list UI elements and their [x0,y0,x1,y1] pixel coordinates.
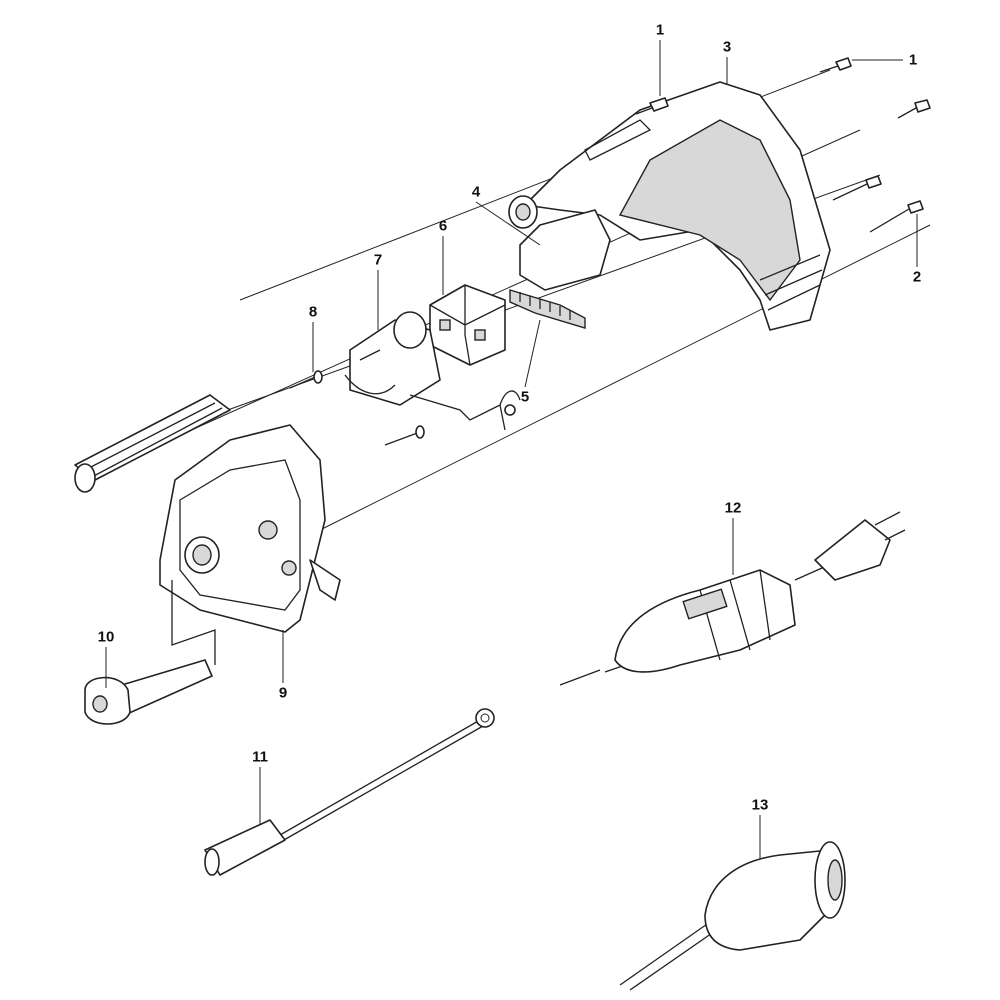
screw-1-top [635,97,669,115]
part-10-tube-insert [84,580,216,725]
part-13-cee-plug [619,841,846,991]
part-9-front-housing [159,424,341,633]
part-11-ground-cable [204,708,495,876]
callout-1-top: 1 [655,21,665,39]
part-3-rear-handle-housing [524,81,831,331]
screw-right-3 [832,175,882,201]
screw-2 [869,200,924,233]
part-12-prcd-plug [559,511,906,686]
screw-lower [384,425,425,446]
front-tube-end [74,394,231,493]
callout-8: 8 [308,303,318,321]
screw-8 [289,370,323,389]
callout-11: 11 [252,748,268,766]
screw-right-2 [897,99,931,119]
callout-2: 2 [912,268,922,286]
callout-3: 3 [722,38,732,56]
callout-13: 13 [751,796,769,814]
screw-1-right [819,57,852,73]
callout-7: 7 [373,251,383,269]
part-4-bracket [508,195,611,291]
screws [289,57,931,446]
callout-5: 5 [520,388,530,406]
callout-6: 6 [438,217,448,235]
callout-1-right: 1 [908,51,918,69]
part-6-switch-block [429,284,506,366]
callout-9: 9 [278,684,288,702]
part-5-terminal-strip [509,289,586,329]
callout-4: 4 [471,183,481,201]
part-7-switch-assembly [344,311,521,431]
callout-12: 12 [724,499,742,517]
callout-10: 10 [97,628,115,646]
callout-leaders [105,40,918,858]
